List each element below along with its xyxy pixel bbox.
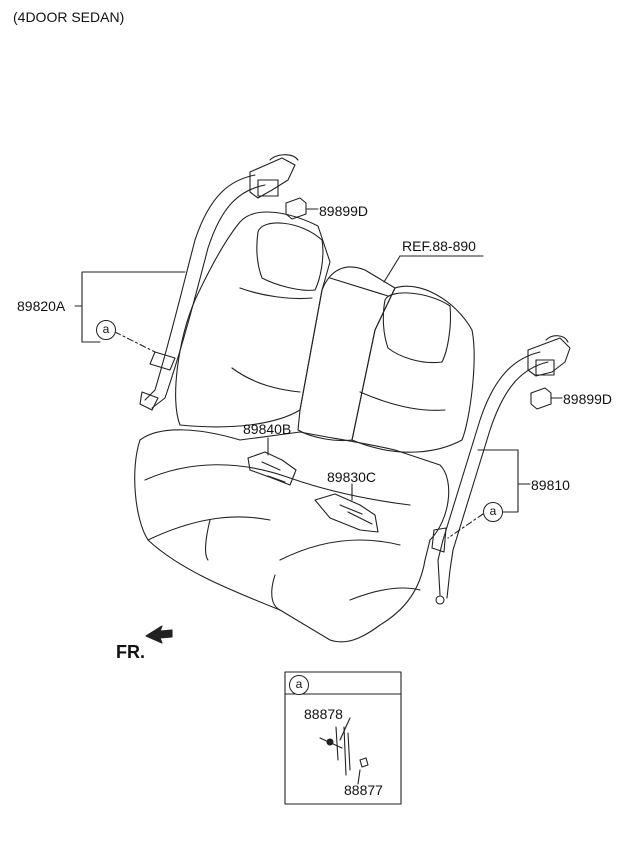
leader-89810 — [477, 449, 531, 513]
ref-label: REF.88-890 — [402, 238, 476, 254]
seat-cushion — [134, 429, 450, 643]
part-label-89899D-top: 89899D — [319, 203, 369, 219]
cover-89899D-top — [285, 197, 307, 220]
front-arrow-icon — [145, 625, 173, 644]
page-title: (4DOOR SEDAN) — [13, 9, 125, 25]
part-label-89830C: 89830C — [327, 469, 377, 485]
seat-back-center — [297, 266, 396, 442]
seat-back-left — [175, 211, 331, 428]
leader-ref — [383, 255, 484, 283]
callout-a-right: a — [483, 502, 503, 522]
part-label-89840B: 89840B — [243, 421, 292, 437]
part-label-89810: 89810 — [531, 477, 570, 493]
part-label-89899D-right: 89899D — [563, 391, 613, 407]
headrest-left — [256, 222, 324, 291]
part-label-89820A: 89820A — [17, 298, 66, 314]
right-retractor — [527, 337, 571, 377]
cover-89899D-right — [530, 387, 552, 410]
left-retractor — [249, 157, 296, 199]
buckle-89830C — [314, 493, 379, 533]
headrest-right — [382, 292, 452, 364]
leader-89820A — [74, 271, 186, 343]
callout-a-detail: a — [289, 675, 309, 695]
callout-a-left: a — [96, 320, 116, 340]
front-direction-label: FR. — [116, 642, 145, 662]
part-label-88877: 88877 — [344, 782, 383, 798]
left-belt-webbing — [144, 174, 256, 401]
part-label-88878: 88878 — [304, 706, 343, 722]
right-belt-webbing — [437, 351, 541, 596]
seat-back-right — [351, 285, 475, 453]
